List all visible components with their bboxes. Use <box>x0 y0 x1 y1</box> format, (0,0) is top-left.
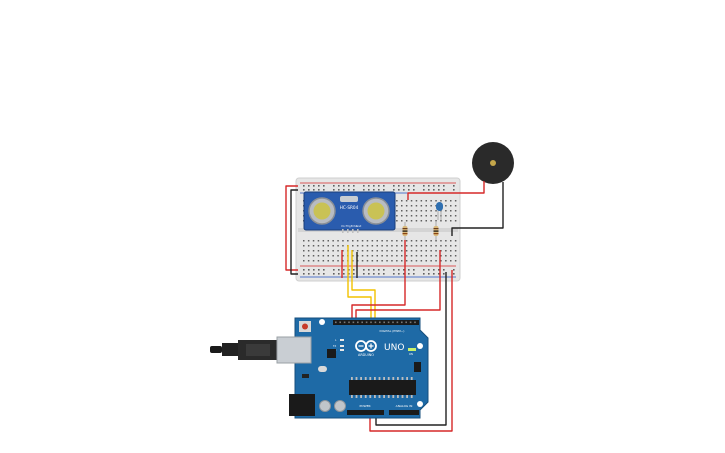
usb-chip <box>327 349 336 358</box>
resistor-1[interactable] <box>402 222 408 240</box>
led-l <box>340 339 344 341</box>
crystal <box>318 366 327 372</box>
board-model: UNO <box>384 343 404 353</box>
digital-header-label: DIGITAL (PWM~) <box>380 329 405 333</box>
usb-strain-relief <box>222 343 238 356</box>
led-l-label: L <box>335 338 337 342</box>
wire-buzzer-red[interactable] <box>407 181 485 200</box>
power-header <box>347 410 384 415</box>
buzzer-center <box>490 160 496 166</box>
wire-rail-left-black[interactable] <box>290 189 298 275</box>
led-on <box>408 348 416 351</box>
usb-port <box>276 336 312 364</box>
mount-hole <box>417 343 423 349</box>
led-rx <box>340 349 344 351</box>
piezo-buzzer[interactable] <box>472 142 514 184</box>
sensor-pin-echo: Echo <box>351 224 358 228</box>
arduino-uno[interactable]: DIGITAL (PWM~) POWER ANALOG IN ARDUINO U… <box>210 317 429 419</box>
icsp-header <box>414 362 421 372</box>
ultrasonic-sensor[interactable]: HC-SR04 Vcc Trig Echo Gnd <box>303 191 396 233</box>
sensor-pins <box>342 229 359 233</box>
wire-sensor-echo[interactable] <box>351 250 376 322</box>
usb-cable <box>210 346 222 353</box>
atmega-chip <box>349 380 416 395</box>
sensor-mesh-right <box>367 202 385 220</box>
regulator <box>302 374 309 378</box>
power-header-label: POWER <box>359 404 370 408</box>
sensor-label: HC-SR04 <box>340 205 359 210</box>
resistor-2[interactable] <box>433 222 439 240</box>
board-brand: ARDUINO <box>358 353 374 357</box>
wire-rail-left-red[interactable] <box>285 185 298 271</box>
led[interactable] <box>436 202 443 220</box>
mount-hole <box>417 401 423 407</box>
arduino-logo-icon <box>355 340 377 352</box>
sensor-pin-trig: Trig <box>346 224 351 228</box>
dc-jack <box>289 394 315 416</box>
wire-5v[interactable] <box>369 270 453 432</box>
led-tx-label: TX <box>333 344 337 348</box>
wire-buzzer-black[interactable] <box>451 182 504 236</box>
sensor-mesh-left <box>313 202 331 220</box>
led-on-label: ON <box>409 352 413 356</box>
sensor-pin-vcc: Vcc <box>341 224 346 228</box>
capacitor-2 <box>334 400 346 412</box>
wire-resistor-pin[interactable] <box>351 240 406 318</box>
analog-header-label: ANALOG IN <box>396 404 413 408</box>
sensor-pin-gnd: Gnd <box>356 224 362 228</box>
led-tx <box>340 345 344 347</box>
wire-led-pin[interactable] <box>355 250 441 318</box>
capacitor-1 <box>319 400 331 412</box>
sensor-crystal <box>340 196 358 202</box>
mount-hole <box>319 319 325 325</box>
analog-header <box>389 410 419 415</box>
